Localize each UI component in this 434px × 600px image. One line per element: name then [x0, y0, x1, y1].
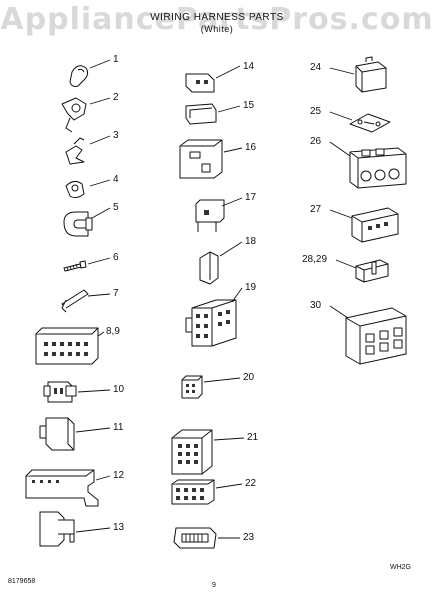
callout-21: 21 [247, 432, 259, 443]
part-2-clamp [61, 97, 87, 133]
part-15-sleeve [185, 103, 217, 125]
callout-25: 25 [310, 106, 322, 117]
part-23-connector [173, 527, 217, 549]
part-8-9-connector [35, 327, 99, 365]
callout-18: 18 [245, 236, 257, 247]
callout-17: 17 [245, 192, 257, 203]
part-20-block [181, 375, 203, 399]
callout-15: 15 [243, 100, 255, 111]
part-27-connector [351, 207, 399, 243]
part-28-29-connector [355, 259, 389, 283]
callout-26: 26 [310, 136, 322, 147]
part-26-connector [349, 147, 407, 189]
part-10-connector [43, 381, 77, 403]
callout-19: 19 [245, 282, 257, 293]
watermark: AppliancePartsPros.com [0, 2, 434, 37]
leader-lines [75, 59, 357, 539]
callout-23: 23 [243, 532, 255, 543]
callout-22: 22 [245, 478, 257, 489]
part-6-screw [63, 260, 87, 272]
figure-code: WH2G [390, 564, 411, 571]
part-1-clip [69, 65, 89, 87]
callout-2: 2 [113, 92, 119, 103]
callout-28-29: 28,29 [302, 254, 327, 265]
diagram-title: WIRING HARNESS PARTS [150, 12, 284, 23]
part-24-connector [355, 56, 387, 93]
callout-5: 5 [113, 202, 119, 213]
callout-30: 30 [310, 300, 322, 311]
part-5-cable-clamp [63, 211, 93, 237]
callout-labels: 1 2 3 4 5 6 7 8,9 10 11 12 13 14 15 16 1… [106, 54, 327, 543]
callout-24: 24 [310, 62, 322, 73]
part-11-connector [39, 417, 75, 451]
callout-10: 10 [113, 384, 125, 395]
part-3-bracket [65, 137, 85, 165]
part-4-clip [65, 180, 85, 199]
part-16-connector [179, 139, 223, 179]
callout-4: 4 [113, 174, 119, 185]
page-number: 9 [212, 582, 216, 589]
callout-11: 11 [113, 422, 124, 433]
part-19-connector [185, 299, 237, 347]
callout-27: 27 [310, 204, 322, 215]
part-22-connector [171, 479, 215, 505]
callout-7: 7 [113, 288, 119, 299]
callout-13: 13 [113, 522, 125, 533]
part-30-connector [345, 307, 407, 365]
callout-16: 16 [245, 142, 257, 153]
part-7-retainer [61, 289, 89, 313]
part-25-plate [349, 113, 391, 133]
callout-1: 1 [113, 54, 119, 65]
callout-8-9: 8,9 [106, 326, 120, 337]
doc-number: 8179658 [8, 578, 36, 585]
part-18-terminal [199, 251, 219, 285]
callout-14: 14 [243, 61, 255, 72]
callout-20: 20 [243, 372, 255, 383]
part-12-terminal-housing [25, 469, 99, 507]
part-14-connector [185, 73, 215, 93]
callout-6: 6 [113, 252, 119, 263]
diagram-subtitle: (White) [200, 24, 234, 34]
callout-3: 3 [113, 130, 119, 141]
part-13-connector [39, 511, 75, 547]
callout-12: 12 [113, 470, 125, 481]
part-21-block [171, 429, 213, 475]
part-17-block [195, 199, 225, 232]
